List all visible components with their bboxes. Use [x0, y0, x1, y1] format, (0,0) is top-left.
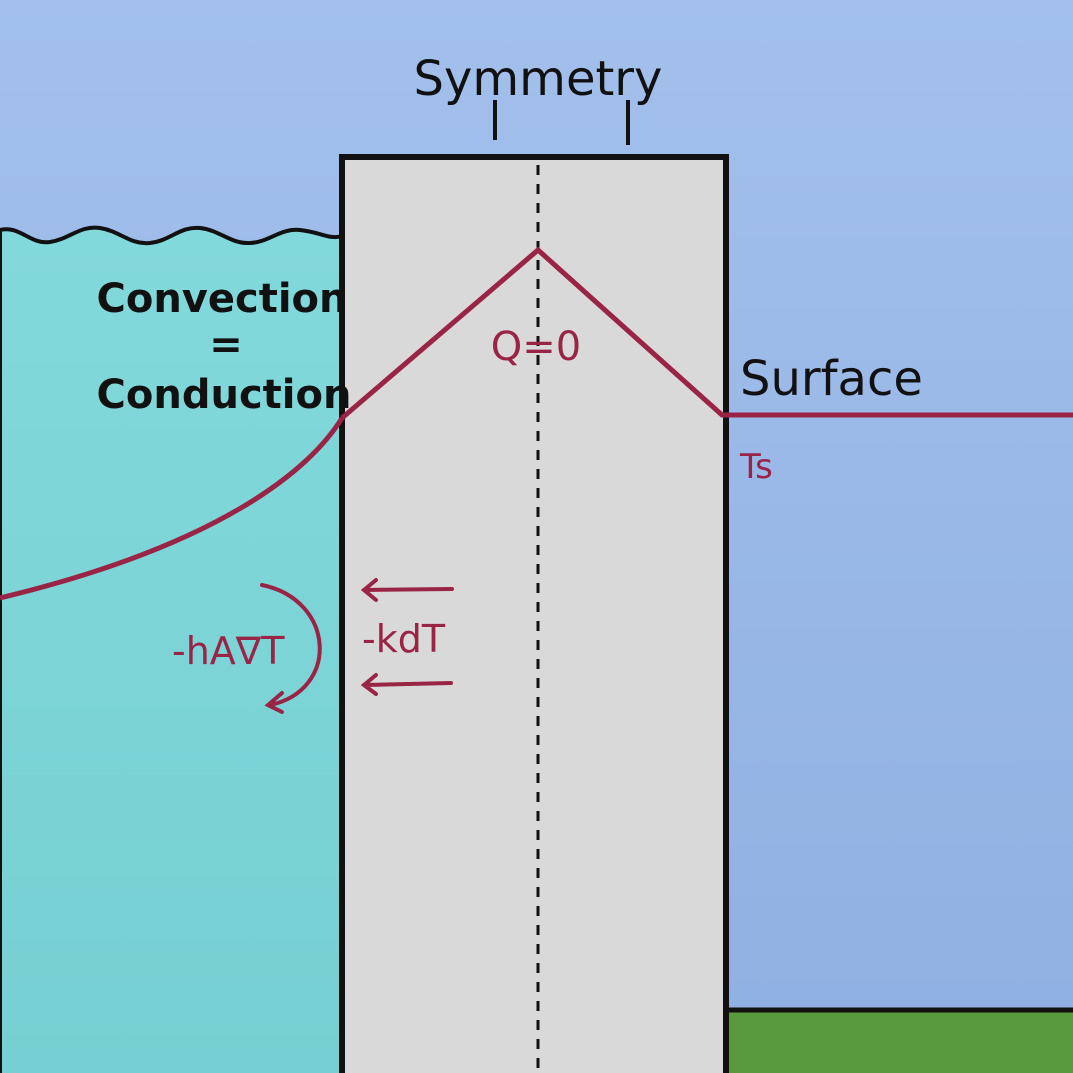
conduction-arrow-top	[360, 578, 454, 602]
ground-region	[726, 1010, 1073, 1073]
symmetry-label: Symmetry	[414, 51, 663, 107]
surface-temperature-label: Ts	[739, 447, 773, 487]
q-zero-label: Q=0	[491, 324, 581, 370]
conduction-label: Conduction	[97, 372, 352, 418]
wall-slab	[339, 154, 729, 1073]
water-region	[0, 225, 344, 1073]
convection-curved-arrow	[260, 583, 322, 714]
conductive-flux-label: -kdT	[362, 617, 446, 661]
equals-label: =	[209, 322, 243, 368]
conduction-arrow-bottom	[360, 673, 453, 696]
surface-label: Surface	[740, 351, 923, 407]
temperature-profile-wall	[340, 246, 1073, 420]
convection-label: Convection	[96, 276, 347, 322]
convective-flux-label: -hA∇T	[172, 629, 285, 673]
temperature-profile-fluid	[0, 416, 345, 601]
